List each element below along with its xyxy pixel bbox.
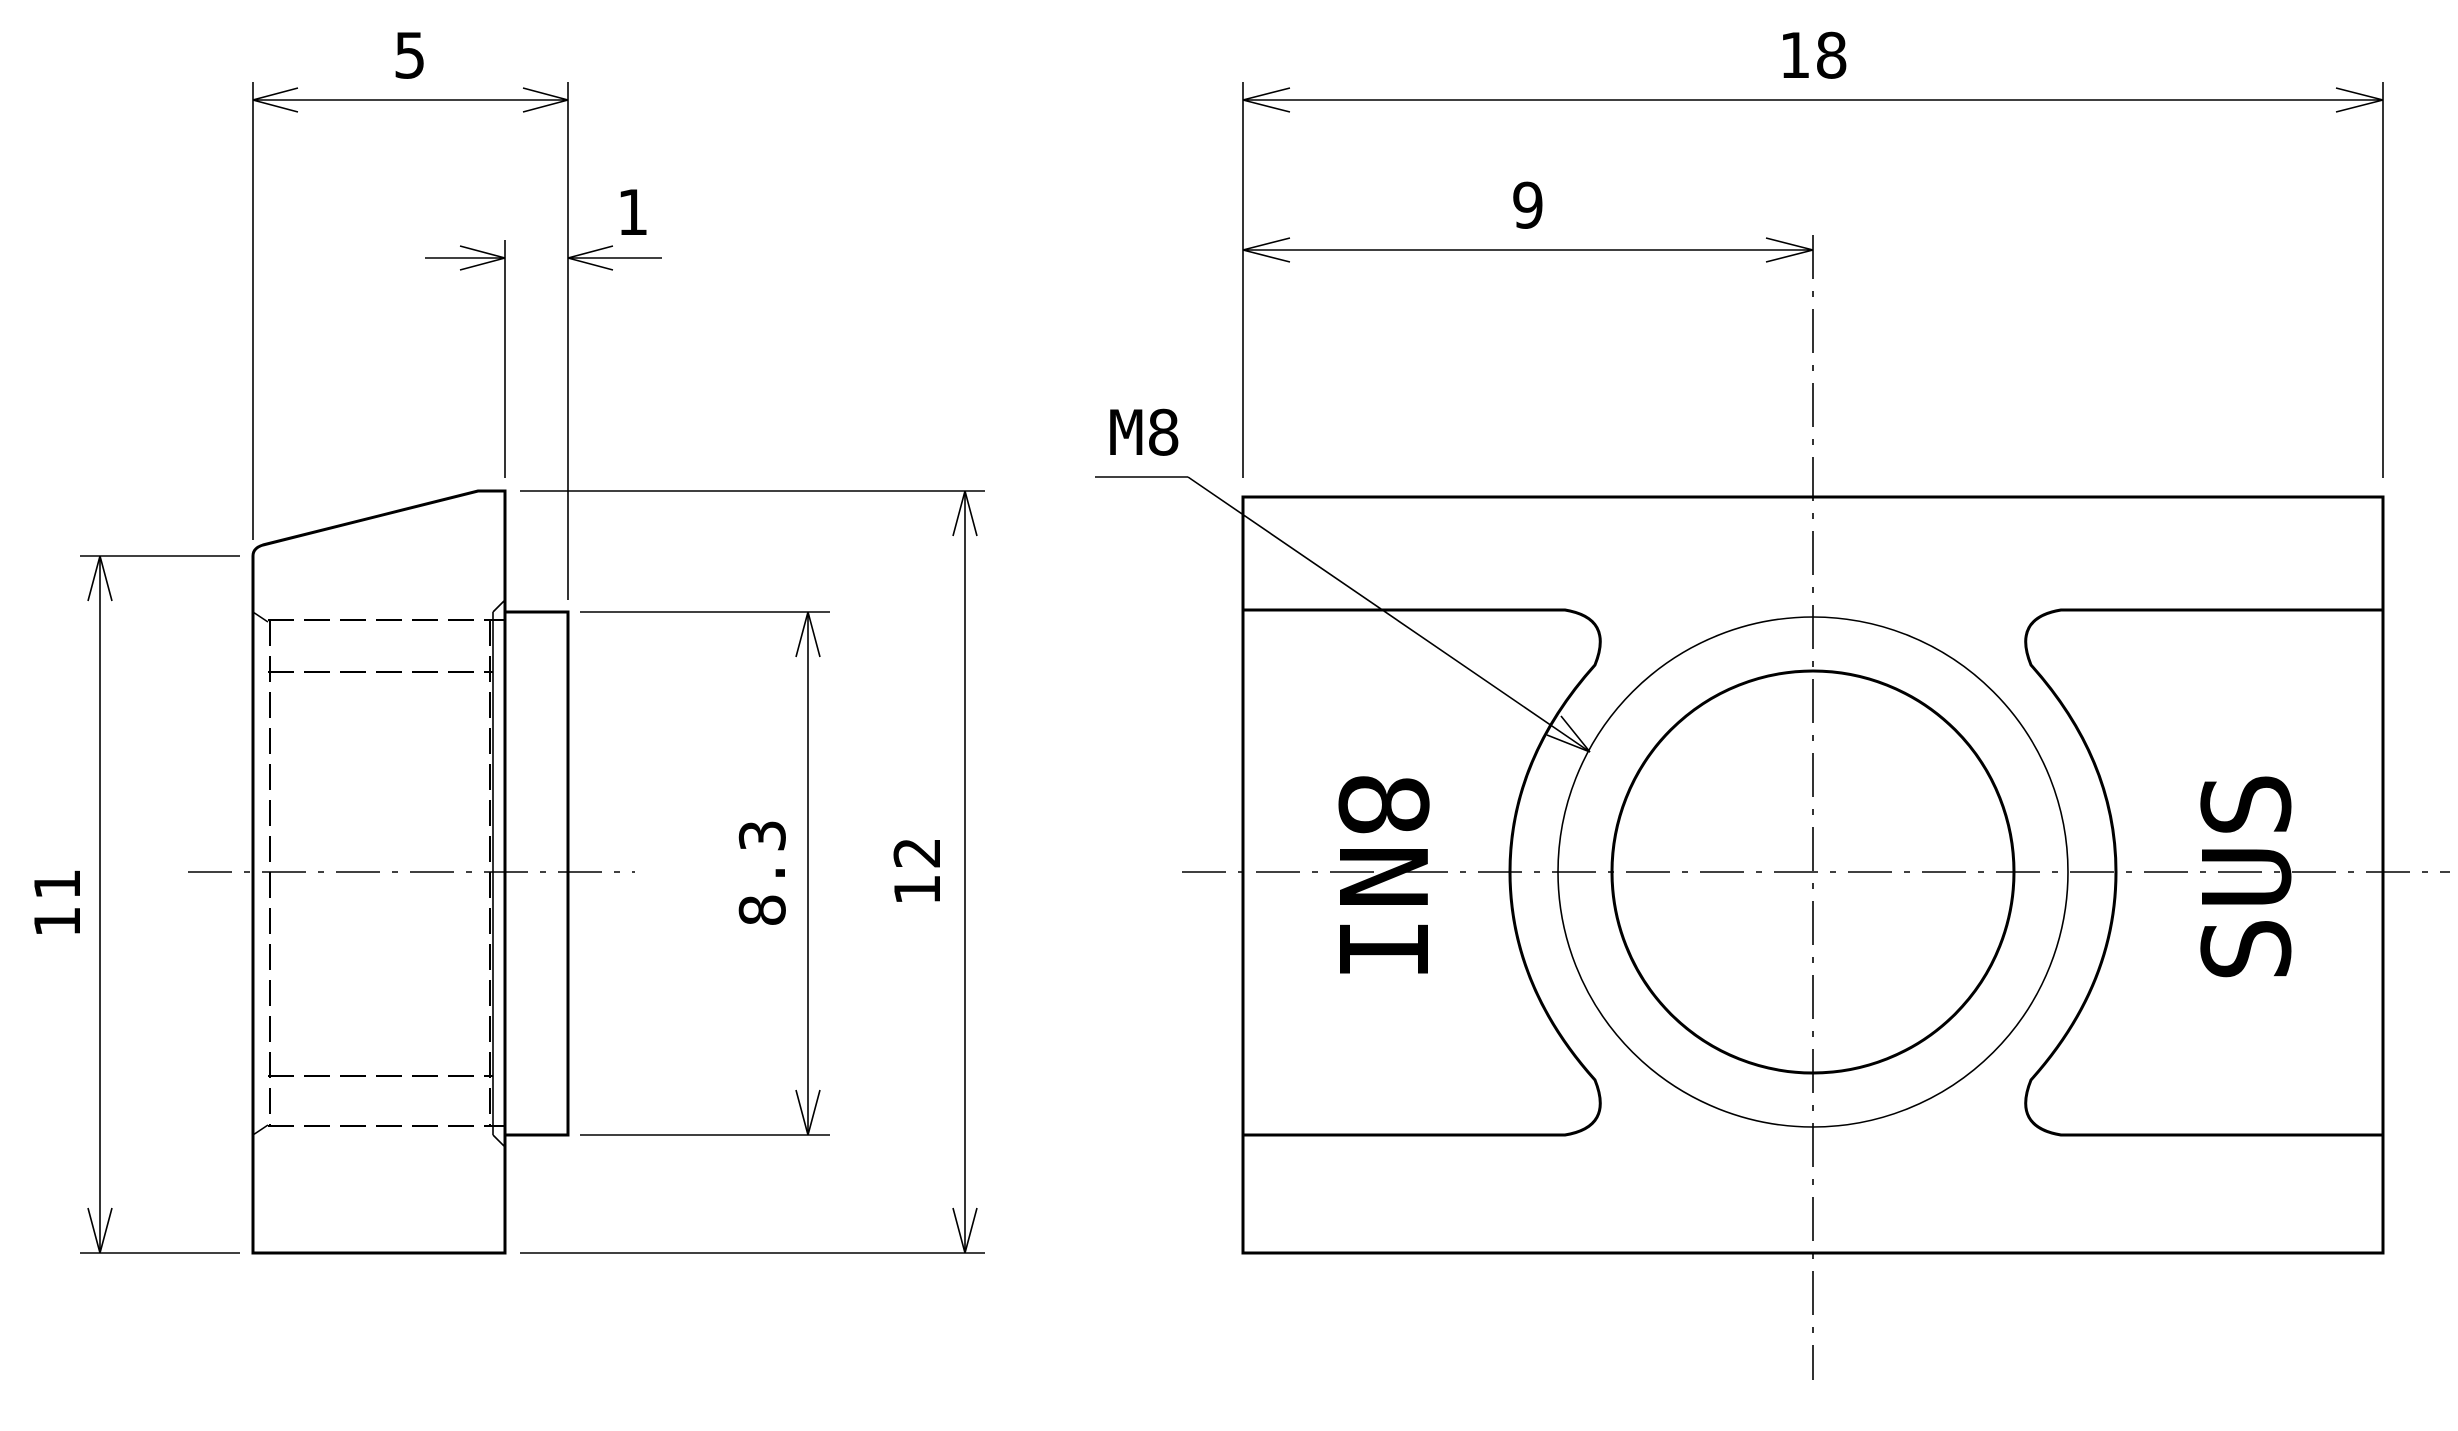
dimension-bore: 8.3 — [727, 611, 821, 1136]
dim-half-label: 9 — [1509, 170, 1546, 243]
dim-step-label: 1 — [613, 177, 650, 250]
engraved-mark-right: SUS — [2180, 769, 2319, 986]
dim-bore-label: 8.3 — [727, 817, 800, 929]
dimension-height-right: 12 — [882, 490, 978, 1254]
side-view-step — [505, 610, 570, 1137]
side-view-chamfers — [252, 599, 506, 1148]
side-view-extension-lines — [80, 82, 985, 1254]
dim-width-label: 5 — [391, 20, 428, 93]
thread-label: M8 — [1108, 397, 1183, 470]
dim-length-label: 18 — [1776, 20, 1851, 93]
hidden-thread-lines — [268, 619, 505, 1127]
dimension-length: 18 — [1242, 20, 2384, 113]
dimension-width: 5 — [252, 20, 569, 113]
side-view: 5 1 11 8.3 12 — [22, 20, 985, 1255]
top-view: 18 9 M8 8NI SUS — [1095, 20, 2450, 1380]
dim-height-right-label: 12 — [882, 835, 955, 910]
dim-height-left-label: 11 — [22, 867, 95, 942]
thread-leader: M8 — [1095, 397, 1591, 753]
dimension-half: 9 — [1242, 170, 1814, 263]
right-slot-contour — [2024, 608, 2383, 1137]
dimension-step: 1 — [425, 177, 662, 271]
top-view-extension-lines — [1242, 82, 2384, 478]
engraved-mark-left: 8NI — [1311, 769, 1450, 986]
dimension-height-left: 11 — [22, 555, 113, 1254]
